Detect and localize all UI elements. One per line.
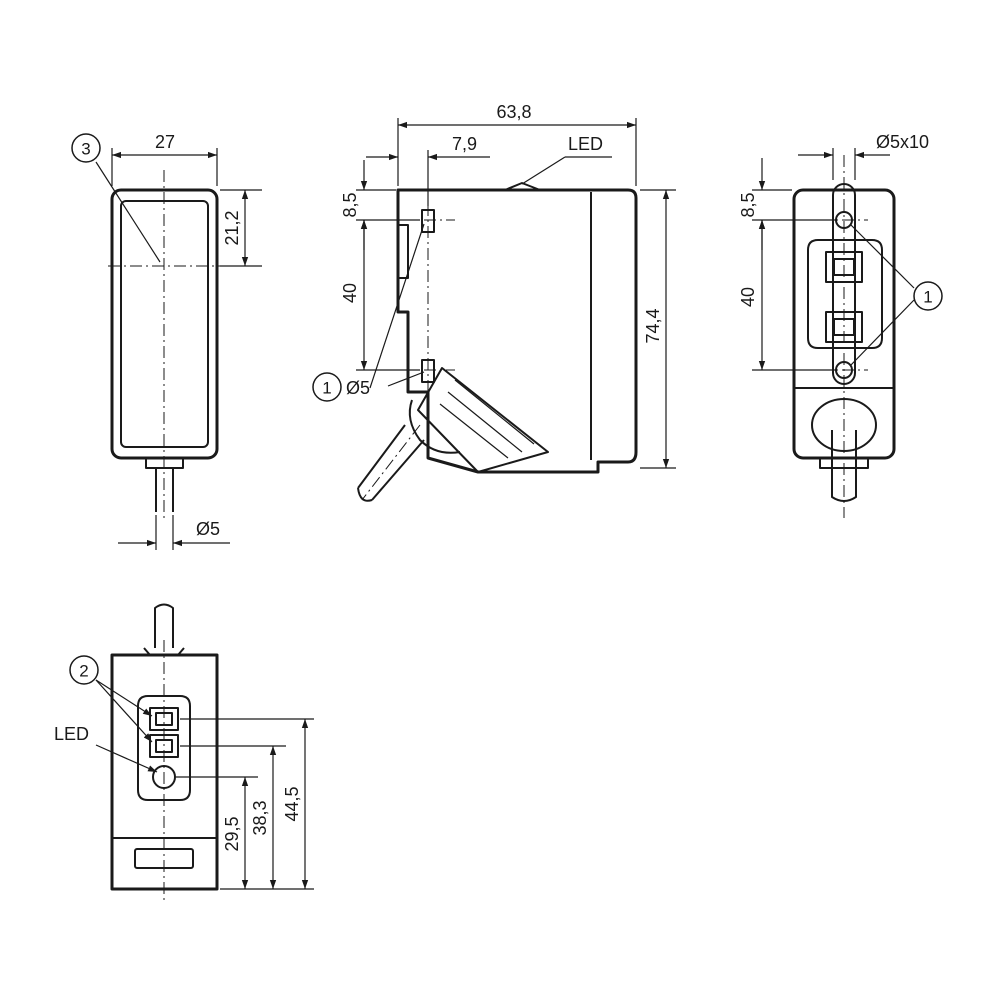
side-hole-spacing-dim: 40 xyxy=(340,283,360,303)
bottom-led-label: LED xyxy=(54,724,89,744)
side-cable-gland xyxy=(408,399,461,454)
callout-leader xyxy=(369,223,425,389)
callout-leader xyxy=(95,161,161,263)
bottom-dim-a: 29,5 xyxy=(222,816,242,851)
side-cable-axis xyxy=(361,424,421,501)
bottom-button-upper xyxy=(149,707,179,731)
side-cable-exit-ribs xyxy=(439,379,535,459)
bottom-button-upper-inner xyxy=(155,712,173,726)
front-width-dim: 27 xyxy=(155,132,175,152)
bottom-view: 29,5 38,3 44,5 2 LED xyxy=(54,603,314,900)
back-cable xyxy=(831,430,857,502)
side-cable xyxy=(357,424,425,501)
side-hole-label: Ø5 xyxy=(346,378,370,398)
side-led-label: LED xyxy=(568,134,603,154)
side-height-dim: 74,4 xyxy=(643,308,663,343)
side-flange xyxy=(398,224,409,279)
front-height-dim: 21,2 xyxy=(222,210,242,245)
callout-leader xyxy=(95,679,153,717)
bottom-callout-number: 2 xyxy=(79,662,88,681)
side-view: 63,8 7,9 LED 8,5 40 74,4 1 Ø5 xyxy=(312,102,676,502)
bottom-control-recess xyxy=(137,695,191,801)
back-button-lower-inner xyxy=(833,318,855,336)
callout-circle xyxy=(913,281,943,311)
back-panel-recess xyxy=(807,239,883,349)
back-cable-clamp xyxy=(819,458,869,469)
side-led-bump xyxy=(504,182,541,191)
back-callout-number: 1 xyxy=(923,288,932,307)
side-offset-dim: 7,9 xyxy=(452,134,477,154)
side-mounting-hole-top xyxy=(421,209,435,233)
back-button-upper-inner xyxy=(833,258,855,276)
callout-leader xyxy=(387,371,425,387)
bottom-dim-c: 44,5 xyxy=(282,786,302,821)
side-hole-offset-dim: 8,5 xyxy=(340,192,360,217)
callout-circle xyxy=(312,372,342,402)
callout-leader xyxy=(849,299,915,367)
callout-leader xyxy=(849,223,915,289)
led-leader xyxy=(95,744,158,773)
front-cable xyxy=(155,468,174,512)
front-cable-nut xyxy=(145,458,184,469)
side-callout-number: 1 xyxy=(322,379,331,398)
side-housing-outline xyxy=(396,188,638,474)
back-view: Ø5x10 8,5 40 1 xyxy=(738,132,943,518)
bottom-dim-b: 38,3 xyxy=(250,800,270,835)
side-cable-exit xyxy=(417,367,549,473)
bottom-button-lower xyxy=(149,734,179,758)
back-slot-dim: Ø5x10 xyxy=(876,132,929,152)
led-leader xyxy=(521,156,566,185)
bottom-cable xyxy=(154,603,174,648)
front-cable-dim: Ø5 xyxy=(196,519,220,539)
back-button-upper xyxy=(825,251,863,283)
callout-leader xyxy=(95,679,153,743)
side-width-dim: 63,8 xyxy=(496,102,531,122)
callout-circle xyxy=(71,133,101,163)
front-view: 27 21,2 Ø5 3 xyxy=(71,132,262,550)
callout-circle xyxy=(69,655,99,685)
back-hole-offset-dim: 8,5 xyxy=(738,192,758,217)
front-callout-number: 3 xyxy=(81,140,90,159)
back-button-lower xyxy=(825,311,863,343)
bottom-button-lower-inner xyxy=(155,739,173,753)
back-cable-gland xyxy=(811,398,877,452)
back-mounting-slot xyxy=(832,183,856,385)
bottom-led xyxy=(152,765,176,789)
back-hole-spacing-dim: 40 xyxy=(738,287,758,307)
